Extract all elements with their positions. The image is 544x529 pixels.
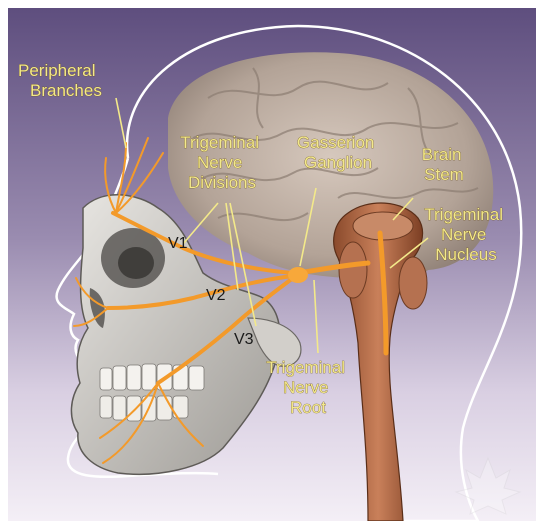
label-v3: V3 <box>234 331 254 348</box>
label-gasserion-ganglion: Gasserion Ganglion <box>297 133 379 172</box>
trigeminal-nerve-diagram: Peripheral Branches Trigeminal Nerve Div… <box>8 8 536 521</box>
label-brain-stem: Brain Stem <box>422 145 466 184</box>
diagram-canvas: Peripheral Branches Trigeminal Nerve Div… <box>8 8 536 521</box>
label-v2: V2 <box>206 287 226 304</box>
label-peripheral-branches: Peripheral Branches <box>18 61 102 100</box>
label-v1: V1 <box>168 235 188 252</box>
gasserian-ganglion <box>288 267 308 283</box>
